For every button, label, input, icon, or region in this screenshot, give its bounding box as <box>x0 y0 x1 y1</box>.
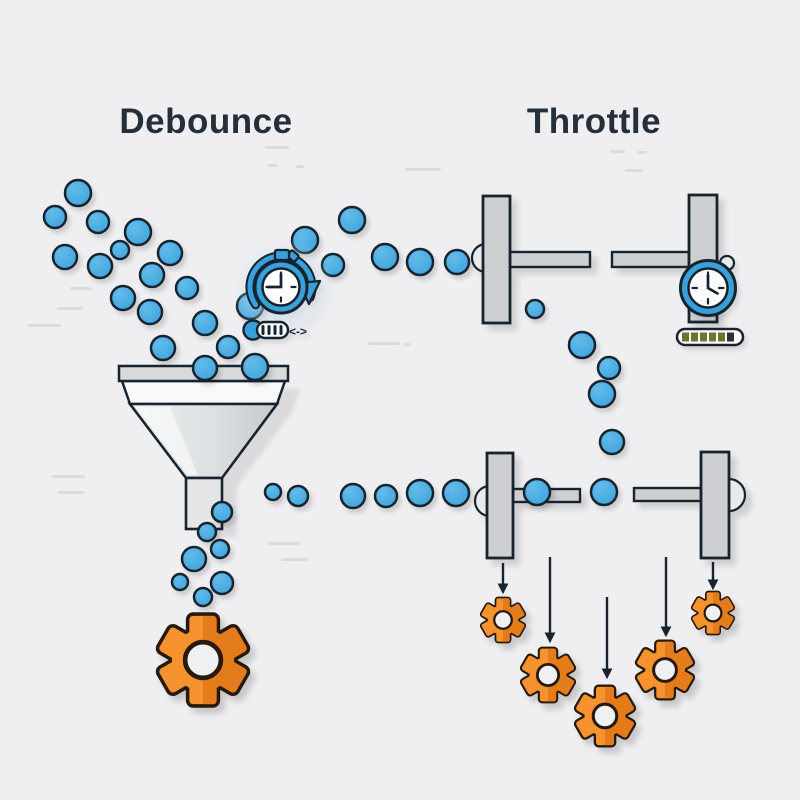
throttle-gates <box>470 193 747 560</box>
event-dot <box>51 243 79 271</box>
timer-icons: <-> <box>231 237 745 347</box>
throttle-gate-bottom-left <box>473 451 582 560</box>
gate-bar <box>610 250 691 269</box>
gate-bar <box>508 250 592 269</box>
speed-dash <box>296 165 304 168</box>
stopwatch-icon <box>231 237 335 341</box>
gate-bar <box>632 486 703 503</box>
event-dot <box>405 247 435 277</box>
event-dot <box>138 261 166 289</box>
wristwatch-icon <box>679 254 737 317</box>
progress-bar-icon <box>675 327 745 347</box>
speed-dash <box>610 150 625 153</box>
event-dot <box>240 352 270 382</box>
gear-icon <box>636 642 694 698</box>
span-glyph: <-> <box>289 325 307 339</box>
event-dot <box>339 482 367 510</box>
event-dot <box>109 239 131 261</box>
interval-loader-icon: <-> <box>242 319 307 341</box>
progress-segment <box>682 332 689 342</box>
gate-barrier <box>481 194 512 325</box>
progress-segment <box>709 332 716 342</box>
speed-dash <box>268 542 300 545</box>
event-dot <box>209 570 235 596</box>
event-dot <box>373 483 399 509</box>
speed-dash <box>52 475 85 478</box>
stopwatch-button <box>273 248 291 262</box>
output-arrows <box>497 557 719 680</box>
stopwatch-hands <box>267 273 283 289</box>
gear-icon <box>575 687 634 745</box>
event-dot <box>85 209 111 235</box>
event-dot <box>170 572 190 592</box>
progress-segment <box>727 332 734 342</box>
throttle-title: Throttle <box>526 102 662 141</box>
speed-dash <box>405 168 441 171</box>
event-dot <box>109 284 137 312</box>
speed-dash <box>368 342 400 345</box>
speed-dash <box>57 307 83 310</box>
throttle-gate-top-left <box>470 194 592 325</box>
speed-dash <box>28 324 61 327</box>
event-dot <box>587 379 617 409</box>
event-dot <box>191 309 219 337</box>
gear-icon <box>692 592 734 633</box>
action-gears <box>158 592 734 745</box>
event-dot <box>370 242 400 272</box>
event-dot <box>192 586 214 608</box>
gear-icon <box>481 598 525 641</box>
event-dot <box>174 275 200 301</box>
progress-segment <box>691 332 698 342</box>
speed-dash <box>281 558 308 561</box>
event-dot <box>210 500 234 524</box>
progress-segments <box>682 332 734 342</box>
gate-barrier <box>699 450 731 560</box>
speed-dash <box>404 343 411 346</box>
event-dot <box>589 477 619 507</box>
event-dot <box>596 355 622 381</box>
funnel-highlight <box>136 407 198 475</box>
event-dot <box>441 478 471 508</box>
event-dot <box>443 248 471 276</box>
event-dot <box>42 204 68 230</box>
funnel-icon <box>117 364 300 537</box>
gear-icon <box>158 616 248 704</box>
event-dot <box>149 334 177 362</box>
event-dot <box>123 217 153 247</box>
gate-barrier <box>485 451 515 560</box>
gear-icon <box>521 649 575 702</box>
event-dot <box>337 205 367 235</box>
watch-hands <box>706 274 719 295</box>
speed-dash <box>265 146 289 149</box>
debounce-title: Debounce <box>119 102 293 141</box>
event-dot <box>191 354 219 382</box>
speed-dash <box>70 287 92 290</box>
speed-dash <box>268 164 278 167</box>
speed-dash <box>58 491 84 494</box>
loader-bars <box>261 325 283 335</box>
event-dot <box>263 482 283 502</box>
progress-segment <box>700 332 707 342</box>
background-speed-dashes <box>28 146 647 561</box>
event-dot <box>86 252 114 280</box>
event-dot <box>522 477 552 507</box>
event-dot <box>405 478 435 508</box>
throttle-gate-bottom-right <box>632 450 747 560</box>
event-dot <box>180 545 208 573</box>
event-dot <box>209 538 231 560</box>
funnel-band <box>120 379 287 406</box>
event-dot <box>136 298 164 326</box>
event-dot <box>63 178 93 208</box>
event-dot <box>156 239 184 267</box>
event-dot <box>567 330 597 360</box>
event-dot <box>524 298 546 320</box>
speed-dash <box>637 151 647 154</box>
event-dot <box>196 521 218 543</box>
event-dot <box>215 334 241 360</box>
event-dot <box>598 428 626 456</box>
event-dot <box>286 484 310 508</box>
speed-dash <box>625 169 643 172</box>
progress-segment <box>718 332 725 342</box>
